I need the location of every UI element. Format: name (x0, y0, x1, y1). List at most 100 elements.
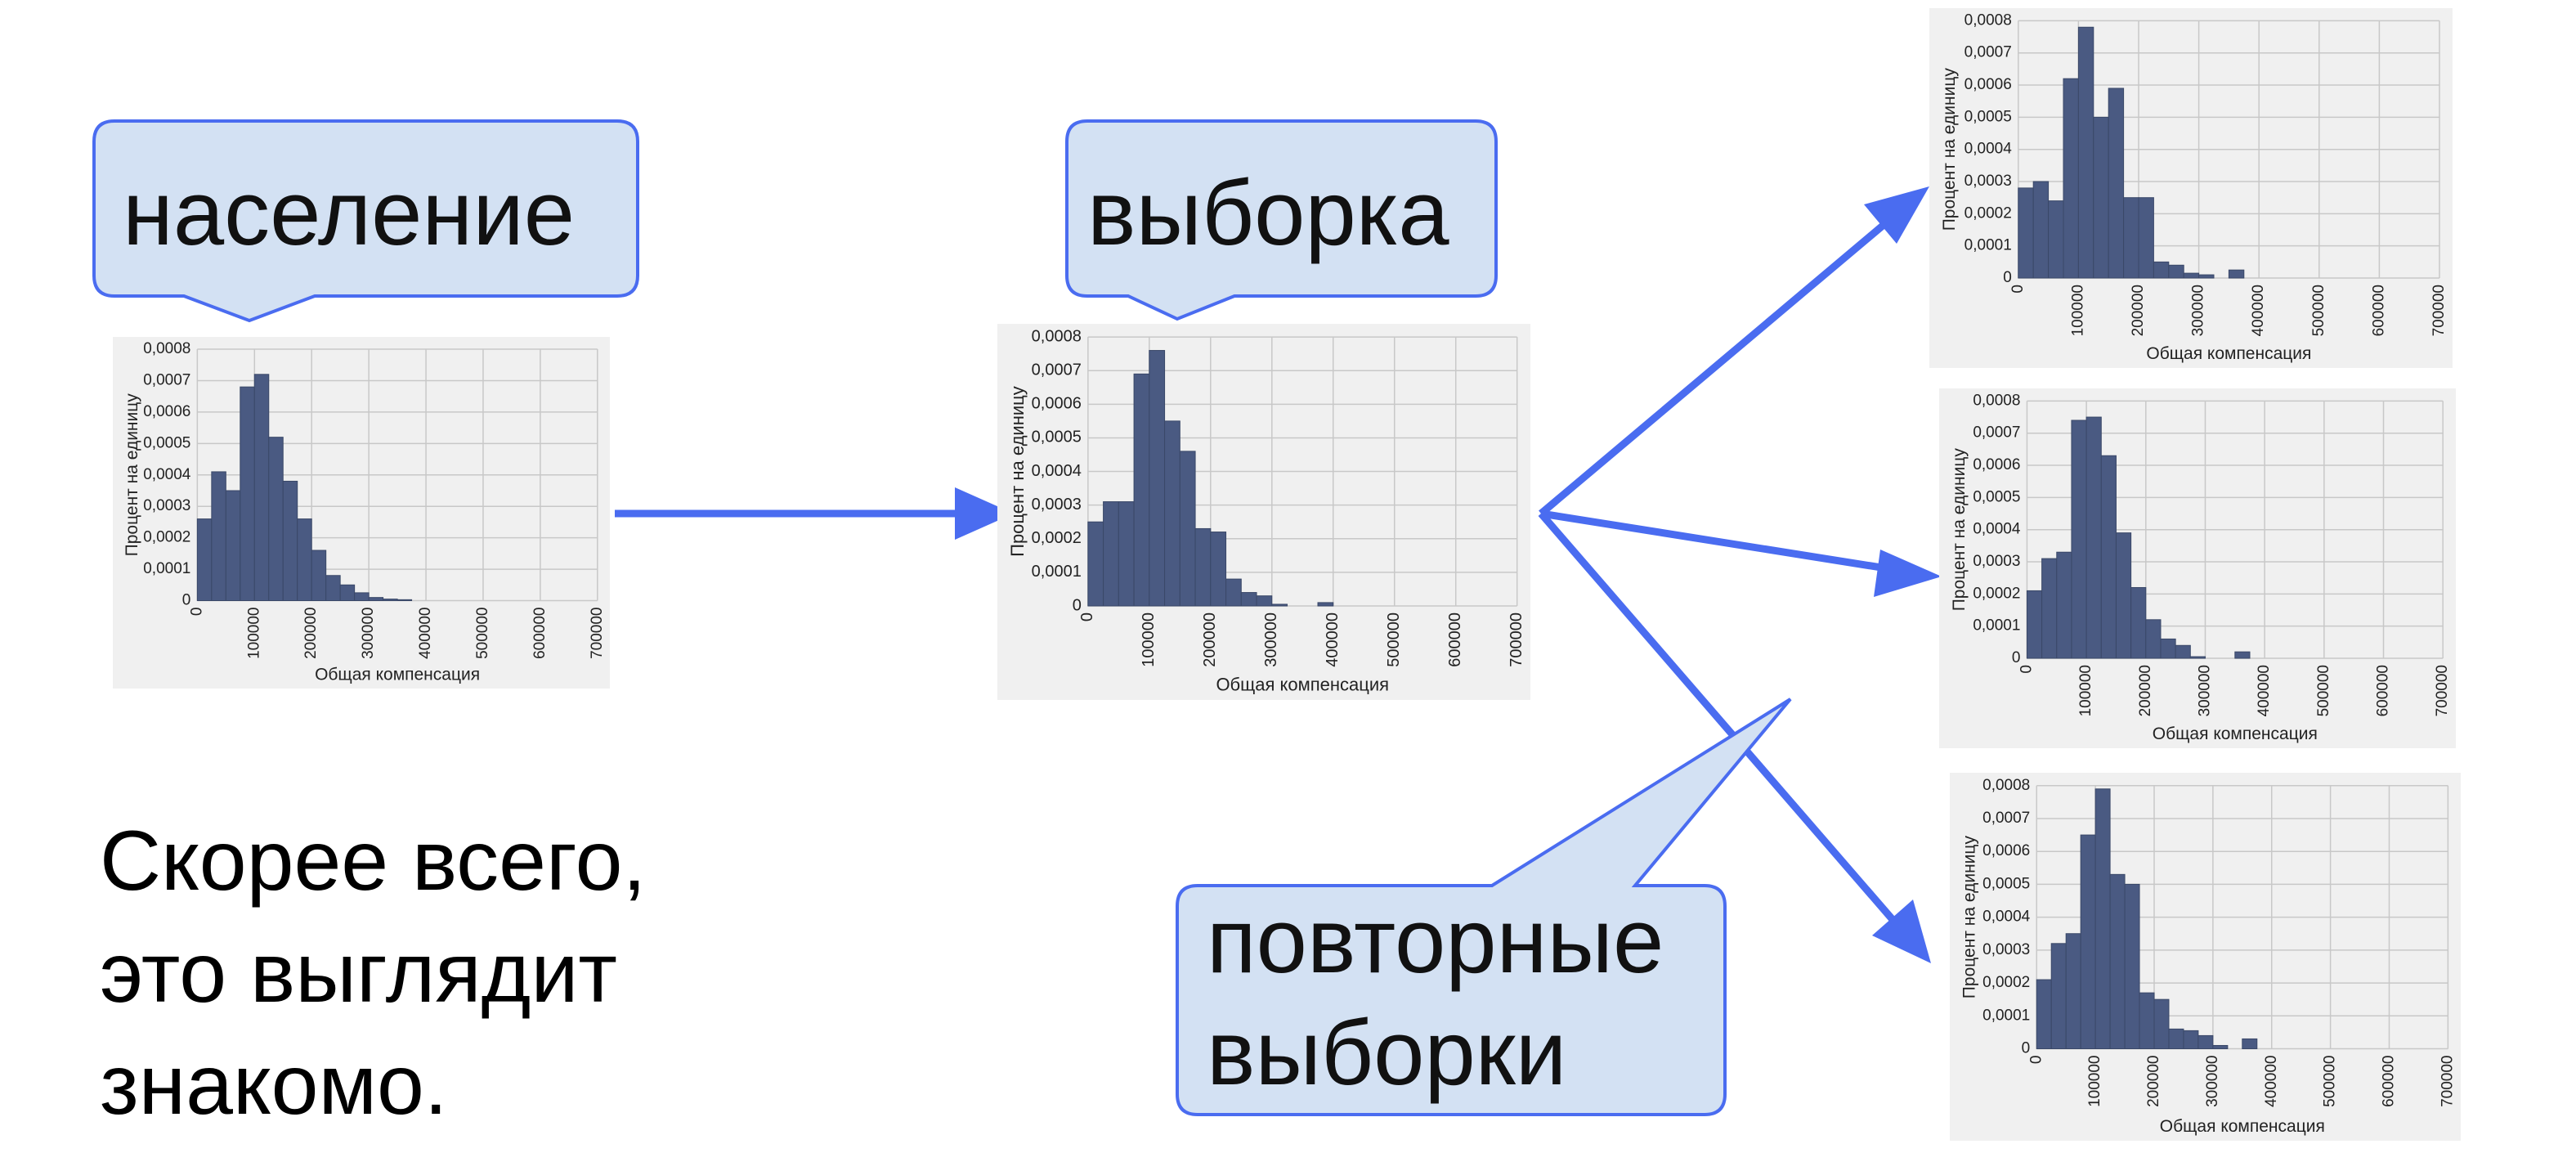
y-tick-label: 0 (2022, 1040, 2031, 1057)
y-tick-label: 0,0004 (143, 466, 191, 483)
y-tick-label: 0,0006 (1032, 395, 1082, 413)
x-axis-label: Общая компенсация (2160, 1117, 2325, 1136)
histogram-bar (240, 386, 255, 601)
y-tick-label: 0 (1073, 596, 1082, 614)
histogram-bar (1103, 501, 1119, 607)
y-tick-label: 0,0002 (1032, 529, 1082, 547)
histogram-bar (311, 550, 327, 602)
callouts (92, 119, 1792, 1116)
y-tick-label: 0,0001 (1982, 1007, 2030, 1024)
histogram-bar (1194, 527, 1212, 607)
histogram-bar (1087, 521, 1104, 607)
label-resamples-line1: повторные (1207, 890, 1664, 992)
histogram-bar (2036, 979, 2052, 1050)
y-tick-label: 0,0004 (1982, 909, 2031, 926)
caption-text: Скорее всего, это выглядит знакомо. (100, 805, 646, 1142)
x-tick-label: 700000 (589, 608, 606, 659)
histogram-bar (1133, 373, 1150, 607)
arrow-sample-to-resample-2 (1540, 509, 1897, 574)
x-tick-label: 200000 (2145, 1056, 2162, 1107)
histogram-bar (2071, 419, 2087, 659)
x-tick-label: 600000 (2370, 285, 2387, 336)
x-tick-label: 600000 (531, 608, 549, 659)
x-tick-label: 400000 (417, 608, 434, 659)
histogram-bar (354, 592, 370, 602)
y-tick-label: 0,0007 (143, 371, 190, 388)
histogram-bar (2048, 200, 2064, 279)
histogram-bar (2032, 181, 2050, 279)
histogram-bar (2063, 78, 2079, 279)
y-tick-label: 0,0002 (1982, 974, 2030, 991)
histogram-bar (2175, 644, 2191, 659)
histogram-bar (2115, 532, 2132, 659)
histogram-bar (196, 518, 213, 601)
histogram-bar (2160, 638, 2176, 659)
y-tick-label: 0,0003 (1032, 496, 1082, 514)
y-tick-label: 0,0004 (1973, 521, 2021, 538)
histogram-bar (383, 599, 398, 601)
y-tick-label: 0,0006 (1973, 456, 2020, 473)
x-tick-label: 700000 (1508, 612, 1525, 667)
histogram-bar (1317, 602, 1334, 607)
y-tick-label: 0,0002 (1964, 204, 2012, 222)
x-tick-label: 300000 (1262, 612, 1280, 667)
y-axis-label: Процент на единицу (123, 393, 141, 557)
chart-background (113, 337, 610, 689)
x-tick-label: 0 (2018, 665, 2035, 674)
x-tick-label: 200000 (2137, 665, 2154, 716)
y-tick-label: 0,0004 (1032, 462, 1082, 480)
y-tick-label: 0,0001 (1964, 237, 2012, 254)
x-tick-label: 300000 (2204, 1056, 2221, 1107)
arrow-sample-to-resample-3 (1538, 511, 1898, 925)
y-tick-label: 0,0003 (1982, 941, 2030, 958)
y-tick-label: 0,0005 (1032, 428, 1082, 446)
y-tick-label: 0,0003 (1973, 553, 2020, 570)
y-axis-label: Процент на единицу (1960, 836, 1979, 999)
histogram-bar (2212, 1044, 2229, 1050)
histogram-bar (2080, 834, 2096, 1049)
histogram-bar (1164, 420, 1180, 607)
histogram-bar (1271, 603, 1288, 607)
histogram-bar (282, 480, 298, 601)
histogram-bar (2139, 992, 2155, 1050)
histogram-bar (1240, 592, 1257, 607)
histogram-bar (2026, 590, 2043, 659)
histogram-bar (253, 374, 270, 601)
histogram-bar (211, 471, 226, 602)
x-axis-label: Общая компенсация (2146, 344, 2311, 363)
arrow-head-resample-3 (1872, 900, 1931, 963)
chart-background (1950, 773, 2461, 1141)
x-tick-label: 100000 (1140, 612, 1158, 667)
histogram-bar (339, 584, 356, 601)
y-tick-label: 0,0003 (143, 497, 190, 514)
x-tick-label: 100000 (245, 608, 262, 659)
chart-background (1939, 388, 2456, 748)
histogram-bar (2100, 455, 2117, 659)
histogram-bar (225, 490, 241, 601)
caption-line-3: знакомо. (100, 1038, 448, 1133)
y-tick-label: 0,0006 (1982, 842, 2030, 859)
x-tick-label: 200000 (2130, 285, 2147, 336)
y-tick-label: 0,0006 (143, 403, 190, 420)
y-tick-label: 0,0008 (1982, 777, 2030, 794)
y-tick-label: 0,0005 (1982, 875, 2030, 892)
y-tick-label: 0,0006 (1964, 76, 2012, 93)
histogram-bar (2197, 1034, 2214, 1049)
histogram-bar (2183, 272, 2200, 279)
histogram-bar (396, 599, 413, 601)
histogram-bar (2123, 197, 2139, 279)
y-tick-label: 0,0001 (1973, 617, 2020, 635)
arrow-head-resample-1 (1864, 186, 1929, 244)
histogram-bar (2145, 619, 2162, 659)
histogram-bar (1256, 595, 1273, 607)
y-tick-label: 0,0007 (1964, 44, 2012, 61)
histogram-bar (2228, 269, 2245, 279)
histogram-bar (2094, 788, 2111, 1049)
x-tick-label: 600000 (1446, 612, 1464, 667)
x-tick-label: 600000 (2375, 665, 2392, 716)
